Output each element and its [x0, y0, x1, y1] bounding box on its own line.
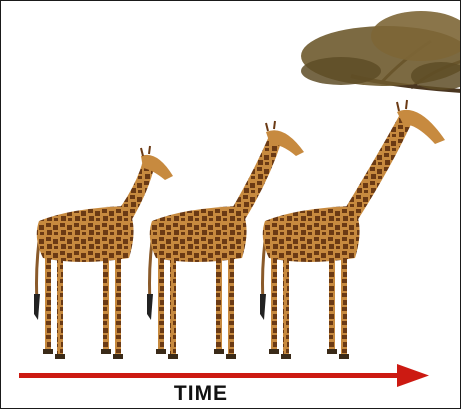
time-axis-label: TIME	[161, 382, 241, 406]
acacia-tree	[301, 11, 461, 91]
